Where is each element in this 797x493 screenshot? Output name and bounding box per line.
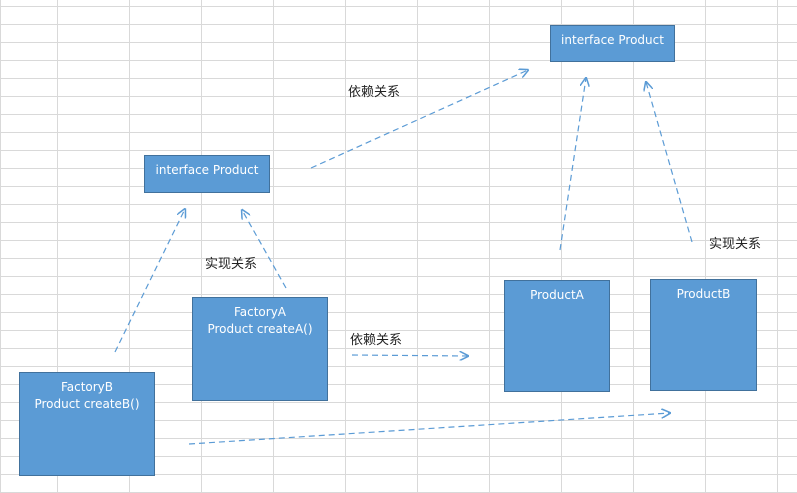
interface-product-left-box: interface Product <box>144 155 270 193</box>
dependency-arrow-factorya <box>351 355 468 356</box>
box-text-line: Product createA() <box>207 322 313 336</box>
product-a-box: ProductA <box>504 280 610 392</box>
box-text-line: ProductB <box>676 287 731 301</box>
product-b-box: ProductB <box>650 279 757 391</box>
box-text-line: interface Product <box>155 163 259 177</box>
interface-product-top-box: interface Product <box>550 25 675 62</box>
implements-arrow-factoryb <box>114 209 185 353</box>
implements-arrow-factorya <box>242 210 287 289</box>
implements-arrow-productb <box>646 82 693 243</box>
dependency-label-top: 依赖关系 <box>348 85 401 100</box>
factory-a-box: FactoryA Product createA() <box>192 297 328 401</box>
dependency-arrow-factoryb <box>188 413 670 445</box>
box-text-line: interface Product <box>561 33 664 47</box>
box-text-line: ProductA <box>530 288 584 302</box>
implements-label-right: 实现关系 <box>709 237 762 252</box>
implements-label-left: 实现关系 <box>205 257 258 272</box>
box-text-line: FactoryA <box>233 305 287 319</box>
implements-arrow-producta <box>559 78 586 251</box>
box-text-line: FactoryB <box>60 380 114 394</box>
factory-b-box: FactoryB Product createB() <box>19 372 155 476</box>
dependency-label-mid: 依赖关系 <box>350 333 403 348</box>
dependency-arrow-left-to-top <box>310 70 528 169</box>
box-text-line: Product createB() <box>34 397 140 411</box>
